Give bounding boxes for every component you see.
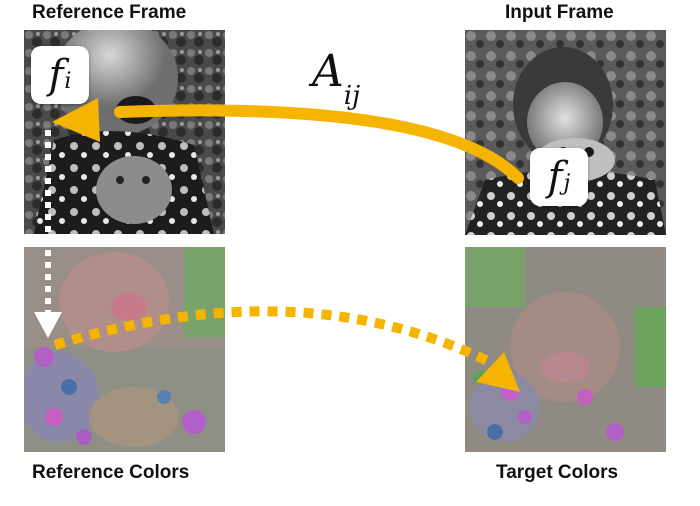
aij-label: Aij bbox=[312, 46, 361, 111]
input-frame-title: Input Frame bbox=[505, 2, 614, 23]
target-colors-image bbox=[465, 247, 666, 452]
reference-colors-title: Reference Colors bbox=[32, 462, 190, 483]
target-colors-title: Target Colors bbox=[496, 462, 619, 483]
reference-frame-title: Reference Frame bbox=[32, 2, 187, 23]
reference-colors-image bbox=[24, 247, 225, 452]
